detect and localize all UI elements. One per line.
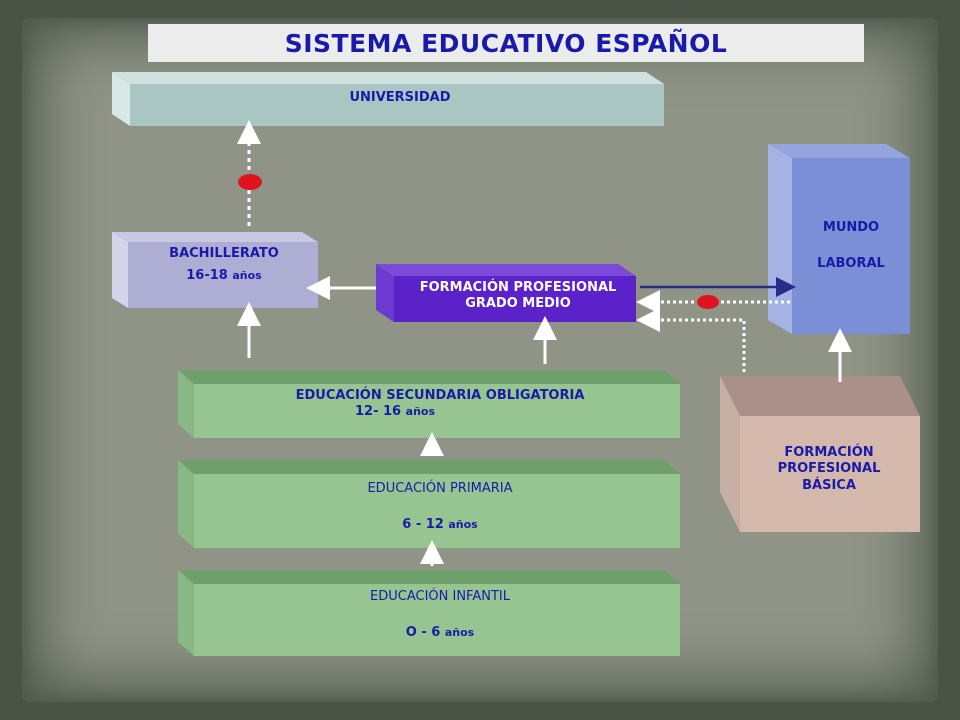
label-fp-grado-medio: FORMACIÓN PROFESIONAL GRADO MEDIO <box>398 280 638 313</box>
box-primaria <box>178 460 680 548</box>
title-banner: SISTEMA EDUCATIVO ESPAÑOL <box>148 24 864 62</box>
primaria-name: EDUCACIÓN PRIMARIA <box>367 481 513 496</box>
mundo-line1: MUNDO <box>822 220 880 235</box>
page-title: SISTEMA EDUCATIVO ESPAÑOL <box>284 28 728 58</box>
box-universidad <box>112 72 664 126</box>
label-universidad: UNIVERSIDAD <box>349 90 451 105</box>
box-eso <box>178 370 680 438</box>
label-infantil: EDUCACIÓN INFANTIL O - 6 años <box>200 589 680 642</box>
infantil-ages-num: O - 6 <box>405 625 441 641</box>
eso-ages-word: años <box>405 405 435 419</box>
primaria-ages: 6 - 12 años <box>200 517 680 533</box>
bachillerato-ages: 16-18 años <box>132 268 316 284</box>
bachillerato-name: BACHILLERATO <box>169 246 279 261</box>
fp-basica-line2: PROFESIONAL <box>777 461 881 477</box>
red-marker-fpb <box>697 295 719 309</box>
mundo-line2: LABORAL <box>817 256 885 272</box>
fp-medio-line1: FORMACIÓN PROFESIONAL <box>419 280 617 295</box>
eso-ages-num: 12- 16 <box>355 404 402 420</box>
infantil-ages-word: años <box>444 626 475 640</box>
fp-medio-line2: GRADO MEDIO <box>465 296 571 312</box>
infantil-ages: O - 6 años <box>200 625 680 641</box>
primaria-ages-num: 6 - 12 <box>402 517 444 533</box>
bachillerato-ages-num: 16-18 <box>186 268 228 284</box>
box-bachillerato <box>112 232 318 308</box>
infantil-name: EDUCACIÓN INFANTIL <box>370 589 510 604</box>
primaria-ages-word: años <box>448 518 478 532</box>
fp-basica-line1: FORMACIÓN <box>784 445 874 460</box>
label-mundo-laboral: MUNDO LABORAL <box>796 220 906 273</box>
bachillerato-ages-word: años <box>232 269 262 283</box>
label-fp-basica: FORMACIÓN PROFESIONAL BÁSICA <box>744 445 914 494</box>
label-primaria: EDUCACIÓN PRIMARIA 6 - 12 años <box>200 481 680 534</box>
arrow-fpb-to-fp-dotted <box>636 308 746 372</box>
box-fp-grado-medio <box>376 264 636 322</box>
fp-basica-line3: BÁSICA <box>802 477 856 493</box>
label-bachillerato: BACHILLERATO 16-18 años <box>132 246 316 285</box>
eso-name: EDUCACIÓN SECUNDARIA OBLIGATORIA <box>295 388 585 403</box>
eso-ages: 12- 16 años <box>110 404 680 420</box>
box-mundo-laboral <box>768 144 910 334</box>
red-marker-bach <box>238 174 262 190</box>
box-fp-basica <box>720 376 920 532</box>
label-eso: EDUCACIÓN SECUNDARIA OBLIGATORIA 12- 16 … <box>200 388 680 421</box>
box-infantil <box>178 570 680 656</box>
